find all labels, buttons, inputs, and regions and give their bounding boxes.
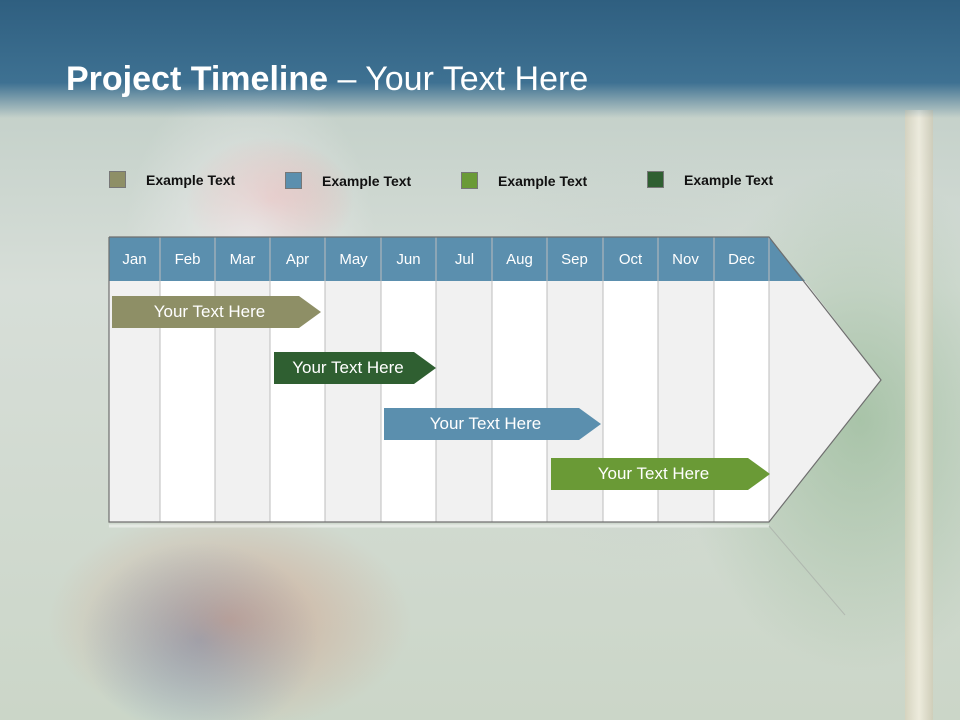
month-column bbox=[325, 281, 381, 522]
task-label: Your Text Here bbox=[597, 464, 710, 483]
legend-item: Example Text bbox=[109, 171, 235, 188]
month-header-jul: Jul bbox=[454, 250, 475, 268]
month-column bbox=[381, 281, 436, 522]
month-column bbox=[436, 281, 492, 522]
legend-item: Example Text bbox=[647, 171, 773, 188]
task-bar[interactable]: Your Text Here bbox=[384, 408, 601, 440]
background-pole bbox=[905, 110, 933, 720]
legend-swatch bbox=[461, 172, 478, 189]
month-header-dec: Dec bbox=[728, 250, 755, 268]
month-header-sep: Sep bbox=[561, 250, 588, 268]
task-bar[interactable]: Your Text Here bbox=[551, 458, 770, 490]
month-header-oct: Oct bbox=[618, 250, 643, 268]
month-header-nov: Nov bbox=[672, 250, 699, 268]
task-label: Your Text Here bbox=[292, 358, 404, 377]
month-header-feb: Feb bbox=[174, 250, 201, 268]
legend-label: Example Text bbox=[322, 172, 412, 189]
month-header-band bbox=[109, 237, 805, 281]
title-bar bbox=[0, 0, 960, 118]
legend-label: Example Text bbox=[498, 172, 588, 189]
legend-swatch bbox=[647, 171, 664, 188]
month-column bbox=[492, 281, 547, 522]
legend-item: Example Text bbox=[461, 172, 587, 189]
legend-swatch bbox=[285, 172, 302, 189]
task-label: Your Text Here bbox=[429, 414, 542, 433]
task-bar[interactable]: Your Text Here bbox=[274, 352, 436, 384]
legend-swatch bbox=[109, 171, 126, 188]
title-bold: Project Timeline bbox=[66, 60, 329, 98]
month-header-mar: Mar bbox=[229, 250, 256, 268]
month-header-aug: Aug bbox=[506, 250, 533, 268]
timeline-arrow-head bbox=[769, 281, 881, 522]
task-label: Your Text Here bbox=[153, 302, 266, 321]
slide-title: Project Timeline – Your Text Here bbox=[66, 60, 588, 99]
legend-label: Example Text bbox=[146, 171, 236, 188]
month-header-jun: Jun bbox=[396, 250, 421, 268]
task-bar[interactable]: Your Text Here bbox=[112, 296, 321, 328]
timeline-reflection bbox=[109, 524, 846, 616]
title-rest: – Your Text Here bbox=[328, 60, 589, 98]
timeline-outline bbox=[108, 236, 882, 523]
month-header-jan: Jan bbox=[122, 250, 147, 268]
legend-item: Example Text bbox=[285, 172, 411, 189]
month-header-apr: Apr bbox=[285, 250, 310, 268]
month-header-may: May bbox=[339, 250, 368, 268]
legend-label: Example Text bbox=[684, 171, 774, 188]
